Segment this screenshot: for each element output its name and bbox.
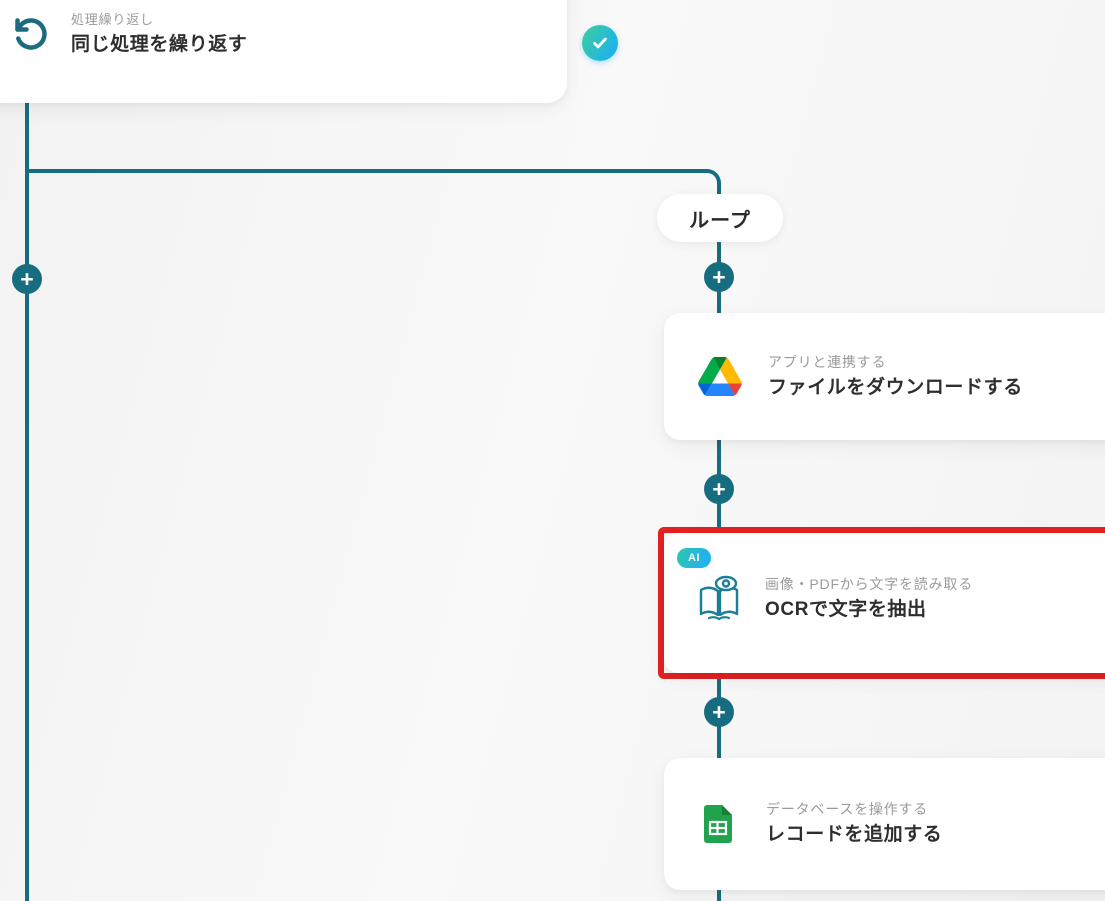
connector-loop-branch — [25, 169, 721, 189]
add-step-button-loop-3[interactable]: + — [704, 697, 734, 727]
add-step-button-main[interactable]: + — [12, 264, 42, 294]
node-title: OCRで文字を抽出 — [765, 599, 927, 621]
ai-badge: AI — [677, 548, 711, 568]
node-ocr-highlight-frame: AI 画像・PDFから文字を読み取る OCRで文字を抽出 — [658, 527, 1105, 679]
node-category: アプリと連携する — [768, 353, 887, 370]
loop-branch-label: ループ — [657, 194, 783, 242]
node-title: 同じ処理を繰り返す — [71, 33, 248, 55]
google-sheets-icon — [704, 805, 732, 843]
node-category: 処理繰り返し — [71, 12, 154, 27]
node-add-record[interactable]: データベースを操作する レコードを追加する — [664, 758, 1105, 890]
node-title: レコードを追加する — [766, 824, 943, 846]
add-step-button-loop-2[interactable]: + — [704, 474, 734, 504]
node-repeat-process[interactable]: 処理繰り返し 同じ処理を繰り返す — [0, 0, 567, 103]
node-download-file[interactable]: アプリと連携する ファイルをダウンロードする — [664, 313, 1105, 440]
node-category: データベースを操作する — [766, 801, 929, 818]
ocr-book-eye-icon — [695, 573, 743, 625]
check-icon — [582, 25, 618, 61]
node-category: 画像・PDFから文字を読み取る — [765, 576, 973, 593]
google-drive-icon — [698, 357, 742, 397]
node-title: ファイルをダウンロードする — [768, 376, 1023, 398]
node-ocr-extract[interactable]: AI 画像・PDFから文字を読み取る OCRで文字を抽出 — [664, 533, 1105, 673]
add-step-button-loop-1[interactable]: + — [704, 262, 734, 292]
loop-icon — [13, 15, 49, 53]
connector-main-vertical — [25, 103, 29, 901]
